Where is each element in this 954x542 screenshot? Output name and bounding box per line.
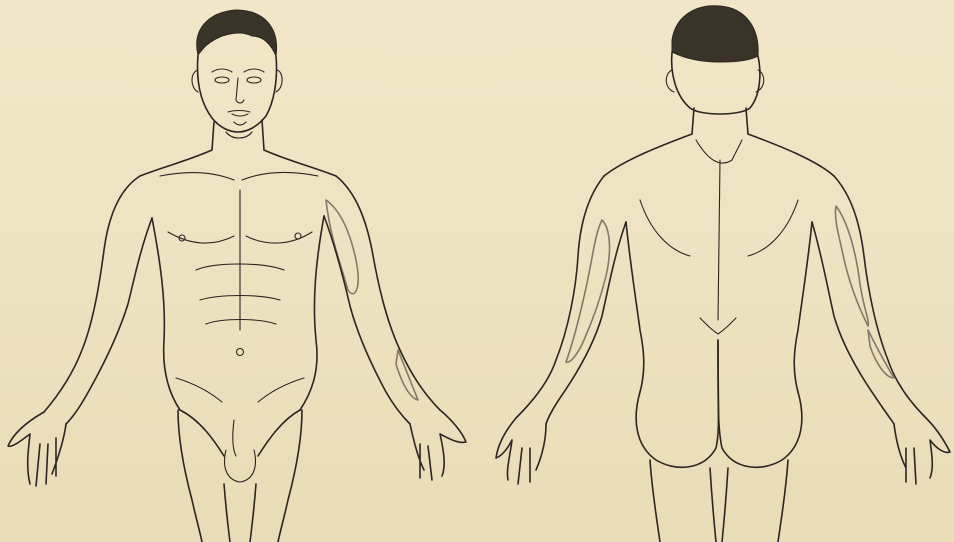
front-eyebrows [212,69,264,72]
front-arm-left [44,176,140,412]
back-torso [626,222,644,392]
back-hand-right [894,418,950,484]
front-hand-right [410,410,466,480]
back-buttocks [636,340,718,467]
front-torso [152,218,180,410]
back-arm-left [516,176,604,418]
front-hand-left [8,412,66,486]
back-arm-shading [566,220,609,362]
posterior-figure [496,6,950,542]
front-hair [197,10,277,56]
back-hair [672,6,758,62]
anterior-figure [8,10,466,542]
front-arm-shading [326,200,358,294]
back-arm-right [834,176,926,418]
back-hand-left [496,418,546,484]
back-arm-shading-right [835,206,868,326]
